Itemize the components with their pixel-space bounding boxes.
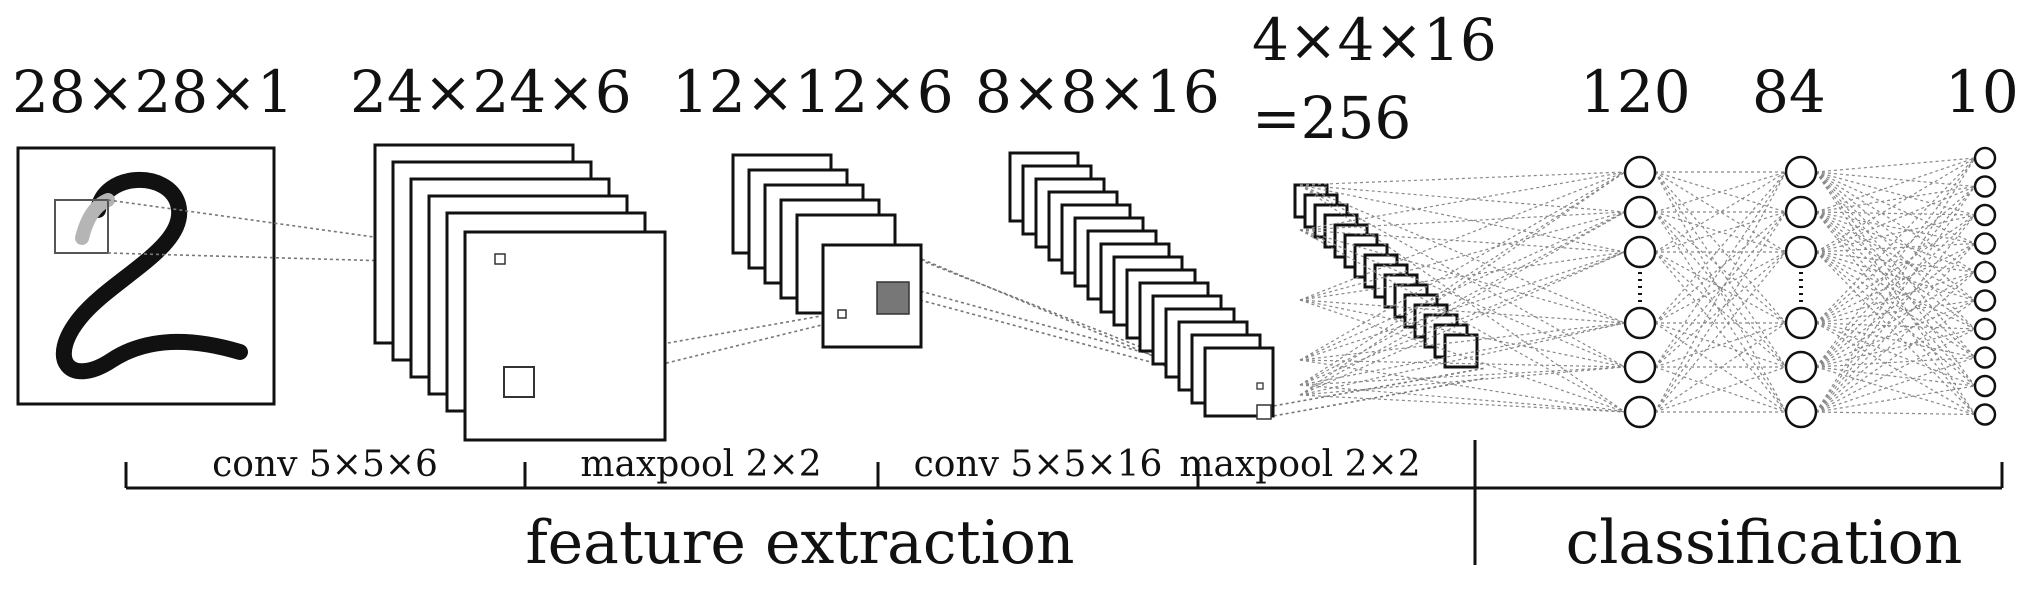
fc2-node <box>1784 395 1818 429</box>
conv2-output-unit <box>1256 382 1264 390</box>
conv1-pool-window <box>503 366 535 398</box>
conv2-op-label: conv 5×5×16 <box>914 444 1163 485</box>
pool1-feature-maps <box>731 153 923 349</box>
input-image <box>16 146 276 406</box>
receptive-field-box <box>54 199 109 254</box>
output-node <box>1973 175 1997 198</box>
fc2-dim-label: 84 <box>1752 58 1826 126</box>
flatten-dim-label: 4×4×16 <box>1252 6 1497 74</box>
input-dim-label: 28×28×1 <box>12 58 294 126</box>
conv1-output-unit <box>494 253 506 265</box>
conv2-feature-maps <box>1008 151 1275 420</box>
pool1-output-unit <box>837 309 847 319</box>
output-node <box>1973 203 1997 227</box>
fc2-node <box>1784 195 1818 229</box>
operation-axis <box>124 440 2004 565</box>
output-node <box>1973 146 1997 170</box>
pool2-op-label: maxpool 2×2 <box>1179 444 1420 485</box>
fc2-node <box>1784 306 1818 340</box>
output-node <box>1973 317 1997 341</box>
conv2-pool-window <box>1256 404 1272 420</box>
fc1-node <box>1623 395 1657 429</box>
output-node <box>1973 289 1997 312</box>
fc1-layer <box>1623 155 1657 429</box>
conv2-kernel-window <box>876 281 910 315</box>
conv1-op-label: conv 5×5×6 <box>212 444 438 485</box>
pool1-op-label: maxpool 2×2 <box>580 444 821 485</box>
fc2-layer <box>1784 155 1818 429</box>
conv1-dim-label: 24×24×6 <box>350 58 632 126</box>
fc2-node <box>1784 235 1818 269</box>
output-node <box>1973 260 1997 284</box>
fc1-node <box>1623 195 1657 229</box>
fc1-node <box>1623 155 1657 189</box>
fc2-node <box>1784 350 1818 384</box>
fc1-node <box>1623 235 1657 269</box>
feature-extraction-label: feature extraction <box>525 508 1074 578</box>
flatten-size-label: =256 <box>1252 84 1411 152</box>
classification-label: classification <box>1566 508 1963 578</box>
fc1-node <box>1623 306 1657 340</box>
output-node <box>1973 403 1997 426</box>
fc1-node <box>1623 350 1657 384</box>
conv1-feature-maps <box>373 143 667 442</box>
output-dim-label: 10 <box>1945 58 2019 126</box>
fc1-dim-label: 120 <box>1580 58 1691 126</box>
output-layer <box>1973 146 1997 426</box>
output-node <box>1973 346 1997 369</box>
output-node <box>1973 374 1997 398</box>
dense-connections <box>1299 157 1976 416</box>
pool1-dim-label: 12×12×6 <box>672 58 954 126</box>
receptive-field-highlight <box>75 193 115 245</box>
output-node <box>1973 232 1997 255</box>
conv2-dim-label: 8×8×16 <box>975 58 1220 126</box>
fc2-node <box>1784 155 1818 189</box>
digit-two-stroke <box>55 172 248 380</box>
